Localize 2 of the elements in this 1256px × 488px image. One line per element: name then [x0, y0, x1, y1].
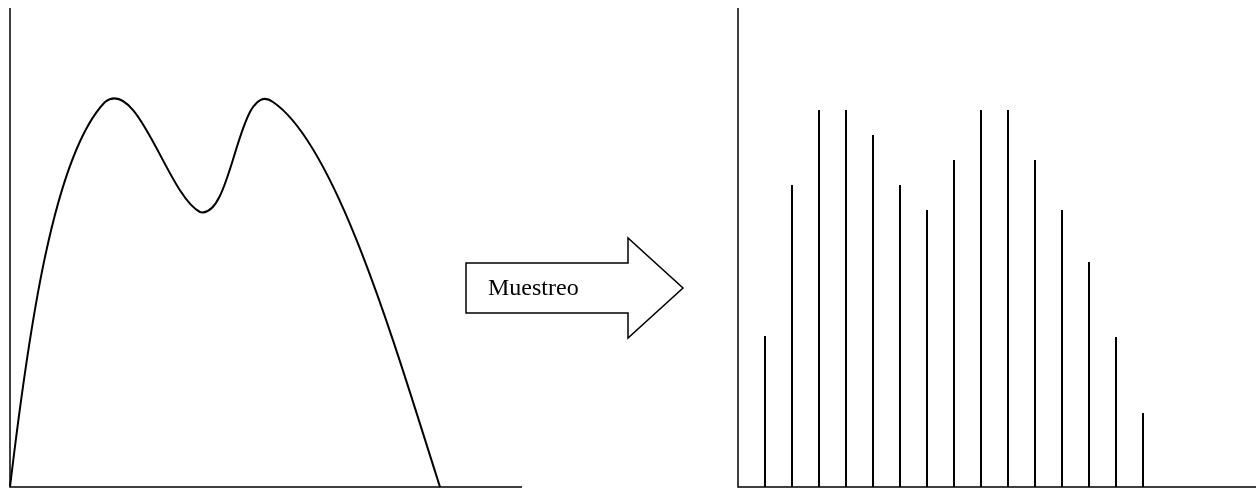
block-arrow: [465, 236, 685, 340]
edge-label: Muestreo: [488, 275, 579, 299]
